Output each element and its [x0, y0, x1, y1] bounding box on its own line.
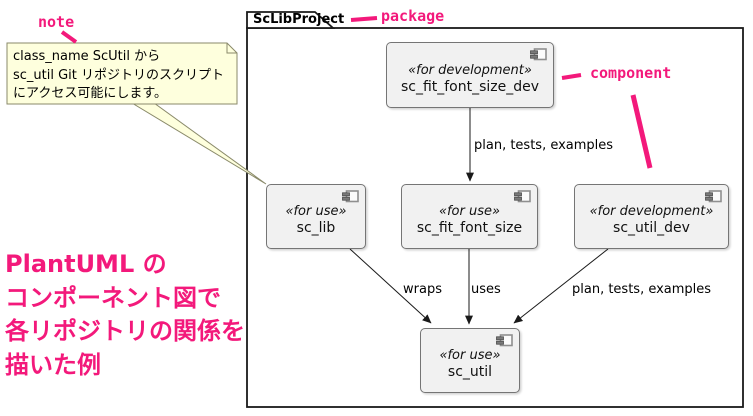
component-sc_fit_font_size_dev: «for development» sc_fit_font_size_dev [386, 42, 554, 108]
caption-line: 各リポジトリの関係を [5, 317, 245, 345]
component-pointer-dash [561, 73, 582, 80]
note-line: にアクセス可能にします。 [13, 86, 168, 101]
component-icon [705, 190, 722, 203]
note-shape [6, 42, 238, 105]
arrow-lib-to-util [349, 248, 432, 324]
component-sc_fit_font_size: «for use» sc_fit_font_size [401, 184, 538, 249]
note-tail [130, 102, 267, 185]
package-tab [246, 11, 336, 29]
component-name: sc_fit_font_size_dev [400, 79, 540, 95]
edge-label-utildev-to-util: plan, tests, examples [572, 282, 712, 297]
package-title: ScLibProject [253, 12, 345, 27]
edge-label-uses: uses [471, 282, 501, 297]
note-fold-icon [226, 43, 237, 54]
caption-line: PlantUML の [5, 250, 167, 278]
component-pointer-line [630, 94, 653, 169]
component-stereotype: «for use» [438, 204, 501, 219]
component-name: sc_fit_font_size [416, 220, 523, 236]
caption-line: コンポーネント図で [5, 283, 221, 312]
component-name: sc_lib [296, 220, 336, 236]
annotation-note-label: note [38, 13, 75, 31]
component-sc_lib: «for use» sc_lib [266, 184, 366, 249]
component-icon [530, 48, 547, 61]
component-stereotype: «for use» [285, 204, 347, 219]
component-icon [342, 190, 359, 203]
diagram-caption: PlantUML の コンポーネント図で 各リポジトリの関係を 描いた例 [5, 248, 245, 382]
component-sc_util_dev: «for development» sc_util_dev [574, 184, 729, 249]
caption-line: 描いた例 [5, 350, 101, 379]
component-stereotype: «for development» [408, 63, 532, 78]
note-line: sc_util Git リポジトリのスクリプト [13, 67, 225, 83]
note-line: class_name ScUtil から [13, 49, 161, 64]
component-stereotype: «for development» [589, 204, 714, 219]
component-sc_util: «for use» sc_util [420, 328, 520, 393]
note-box: class_name ScUtil から sc_util Git リポジトリのス… [13, 48, 224, 104]
arrow-utildev-to-util [513, 248, 609, 324]
edge-label-dev-to-fit: plan, tests, examples [474, 138, 614, 153]
annotation-component-label: component [590, 64, 672, 82]
edge-label-wraps: wraps [403, 282, 442, 297]
component-stereotype: «for use» [439, 348, 501, 363]
annotation-package-label: package [381, 7, 445, 25]
component-name: sc_util [447, 364, 493, 380]
component-icon [514, 190, 531, 203]
component-icon [496, 334, 513, 347]
component-name: sc_util_dev [613, 220, 690, 236]
note-pointer-line [60, 30, 78, 44]
package-pointer-line [350, 16, 378, 22]
